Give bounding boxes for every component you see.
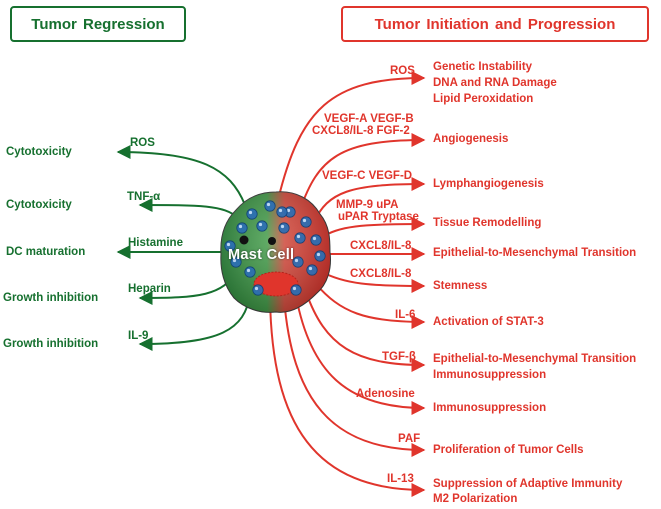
granule-highlight <box>294 258 299 263</box>
progression-arrow-1 <box>277 71 426 201</box>
granule <box>292 256 304 268</box>
regression-effect-4: Growth inhibition <box>3 292 99 304</box>
granule-highlight <box>258 222 263 227</box>
regression-mediator-1: ROS <box>130 137 155 149</box>
granule <box>236 222 248 234</box>
progression-effect-2: Angiogenesis <box>433 133 509 145</box>
granule-highlight <box>302 218 307 223</box>
granule-highlight <box>226 242 231 247</box>
granule-highlight <box>254 286 259 291</box>
progression-mediator-2b: CXCL8/IL-8 FGF-2 <box>312 125 410 137</box>
granule-highlight <box>232 258 237 263</box>
granule <box>264 200 276 212</box>
progression-effect-11b: M2 Polarization <box>433 493 518 505</box>
progression-mediator-1: ROS <box>390 65 415 77</box>
granule <box>252 284 264 296</box>
progression-mediator-6: CXCL8/IL-8 <box>350 268 412 280</box>
granule-highlight <box>308 266 313 271</box>
granule-highlight <box>248 210 253 215</box>
progression-effect-1a: Genetic Instability <box>433 61 533 73</box>
progression-effect-8a: Epithelial-to-Mesenchymal Transition <box>433 353 637 365</box>
progression-effect-4: Tissue Remodelling <box>433 217 542 229</box>
nucleus <box>253 271 299 297</box>
progression-arrow-6 <box>321 271 426 293</box>
regression-effect-1: Cytotoxicity <box>6 146 72 158</box>
progression-arrow-10 <box>283 297 426 457</box>
granule-highlight <box>312 236 317 241</box>
progression-mediator-4b: uPAR Tryptase <box>338 211 419 223</box>
granule <box>310 234 322 246</box>
regression-mediator-5: IL-9 <box>128 330 149 342</box>
regression-arrow-5 <box>138 293 251 351</box>
granule <box>244 266 256 278</box>
progression-effect-9: Immunosuppression <box>433 402 547 414</box>
tumor-progression-header: Tumor Initiation and Progression <box>341 6 649 42</box>
granule <box>246 208 258 220</box>
progression-arrow-4 <box>319 217 426 239</box>
granules <box>224 200 326 296</box>
granule-highlight <box>266 202 271 207</box>
progression-effect-1b: DNA and RNA Damage <box>433 77 557 89</box>
progression-effect-10: Proliferation of Tumor Cells <box>433 444 584 456</box>
granule <box>314 250 326 262</box>
tumor-regression-header: Tumor Regression <box>10 6 186 42</box>
granule <box>300 216 312 228</box>
granule-highlight <box>286 208 291 213</box>
mast-cell <box>220 191 331 313</box>
progression-mediator-7: IL-6 <box>395 309 416 321</box>
granule-highlight <box>238 224 243 229</box>
progression-mediator-3: VEGF-C VEGF-D <box>322 170 413 182</box>
granule-highlight <box>296 234 301 239</box>
granule-highlight <box>292 286 297 291</box>
progression-mediator-10: PAF <box>398 433 421 445</box>
progression-mediator-11: IL-13 <box>387 473 414 485</box>
regression-effect-3: DC maturation <box>6 246 86 258</box>
progression-mediator-2a: VEGF-A VEGF-B <box>324 113 414 125</box>
granule-highlight <box>316 252 321 257</box>
progression-arrow-2 <box>299 133 426 211</box>
progression-mediator-8: TGF-β <box>382 351 416 363</box>
progression-effect-5: Epithelial-to-Mesenchymal Transition <box>433 247 637 259</box>
regression-arrow-2 <box>138 198 239 219</box>
granule <box>278 222 290 234</box>
progression-effect-7: Activation of STAT-3 <box>433 316 544 328</box>
progression-effect-3: Lymphangiogenesis <box>433 178 544 190</box>
regression-arrow-1 <box>116 145 246 206</box>
granule <box>306 264 318 276</box>
progression-mediator-9: Adenosine <box>356 388 415 400</box>
regression-mediator-3: Histamine <box>128 237 183 249</box>
progression-arrow-8 <box>305 291 426 372</box>
regression-mediator-2: TNF-α <box>127 191 161 203</box>
black-granule-2 <box>268 237 276 245</box>
granule <box>256 220 268 232</box>
granule <box>290 284 302 296</box>
progression-effect-11a: Suppression of Adaptive Immunity <box>433 478 623 490</box>
progression-mediator-5: CXCL8/IL-8 <box>350 240 412 252</box>
progression-effect-6: Stemness <box>433 280 488 292</box>
regression-mediator-4: Heparin <box>128 283 171 295</box>
regression-effect-5: Growth inhibition <box>3 338 99 350</box>
progression-arrow-7 <box>315 283 426 329</box>
granule-highlight <box>246 268 251 273</box>
mast-cell-label: Mast Cell <box>228 247 295 263</box>
progression-arrow-9 <box>295 295 426 415</box>
granule <box>276 206 288 218</box>
progression-effect-8b: Immunosuppression <box>433 369 547 381</box>
black-granule-1 <box>239 235 249 245</box>
progression-arrow-11 <box>269 297 426 497</box>
granule <box>294 232 306 244</box>
granule-highlight <box>280 224 285 229</box>
progression-mediator-4a: MMP-9 uPA <box>336 199 399 211</box>
progression-effect-1c: Lipid Peroxidation <box>433 93 534 105</box>
regression-effect-2: Cytotoxicity <box>6 199 72 211</box>
granule-highlight <box>278 208 283 213</box>
